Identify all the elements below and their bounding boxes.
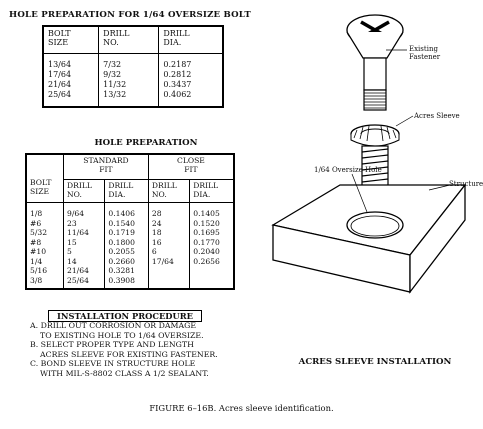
table-row: #10 5 0.2055 6 0.2040 — [25, 247, 235, 257]
table-row: 3/8 25/64 0.3908 — [25, 275, 235, 289]
figure-caption: FIGURE 6–16B. Acres sleeve identificatio… — [149, 403, 334, 413]
label-structure: Structure — [449, 180, 483, 188]
table-row: #6 23 0.1540 24 0.1520 — [25, 218, 235, 228]
table-row: 1/8 9/64 0.1406 28 0.1405 — [25, 202, 235, 219]
illustration-caption: ACRES SLEEVE INSTALLATION — [298, 357, 452, 367]
table-row: 17/64 9/32 0.2812 — [42, 70, 224, 80]
label-oversize-hole: 1/64 Oversize Hole — [314, 166, 382, 174]
fastener-shank — [363, 57, 387, 111]
acres-sleeve-illustration — [271, 14, 467, 294]
procedure-step-a-cont: TO EXISTING HOLE TO 1/64 OVERSIZE. — [40, 330, 204, 340]
table-row: 1/4 14 0.2660 17/64 0.2656 — [25, 256, 235, 266]
label-acres-sleeve: Acres Sleeve — [414, 112, 460, 120]
table-row: 25/64 13/32 0.4062 — [42, 90, 224, 107]
table-row: 5/32 11/64 0.1719 18 0.1695 — [25, 228, 235, 238]
procedure-step-c: C. BOND SLEEVE IN STRUCTURE HOLE — [30, 359, 196, 368]
procedure-steps: A. DRILL OUT CORROSION OR DAMAGE TO EXIS… — [30, 321, 260, 378]
procedure-step-c-cont: WITH MIL-S-8802 CLASS A 1/2 SEALANT. — [40, 368, 209, 378]
structure-block — [271, 183, 467, 294]
fastener-head — [346, 14, 404, 59]
table2-title: HOLE PREPARATION — [94, 138, 198, 148]
table-row: 13/64 7/32 0.2187 — [42, 53, 224, 70]
procedure-title: INSTALLATION PROCEDURE — [48, 310, 202, 322]
procedure-step-b: B. SELECT PROPER TYPE AND LENGTH — [30, 340, 194, 349]
procedure-step-a: A. DRILL OUT CORROSION OR DAMAGE — [30, 321, 197, 330]
table-row: 21/64 11/32 0.3437 — [42, 80, 224, 90]
procedure-step-b-cont: ACRES SLEEVE FOR EXISTING FASTENER. — [40, 349, 218, 359]
table1-title: HOLE PREPARATION FOR 1/64 OVERSIZE BOLT — [9, 10, 251, 20]
table-row: 5/16 21/64 0.3281 — [25, 266, 235, 276]
table-row: #8 15 0.1800 16 0.1770 — [25, 237, 235, 247]
